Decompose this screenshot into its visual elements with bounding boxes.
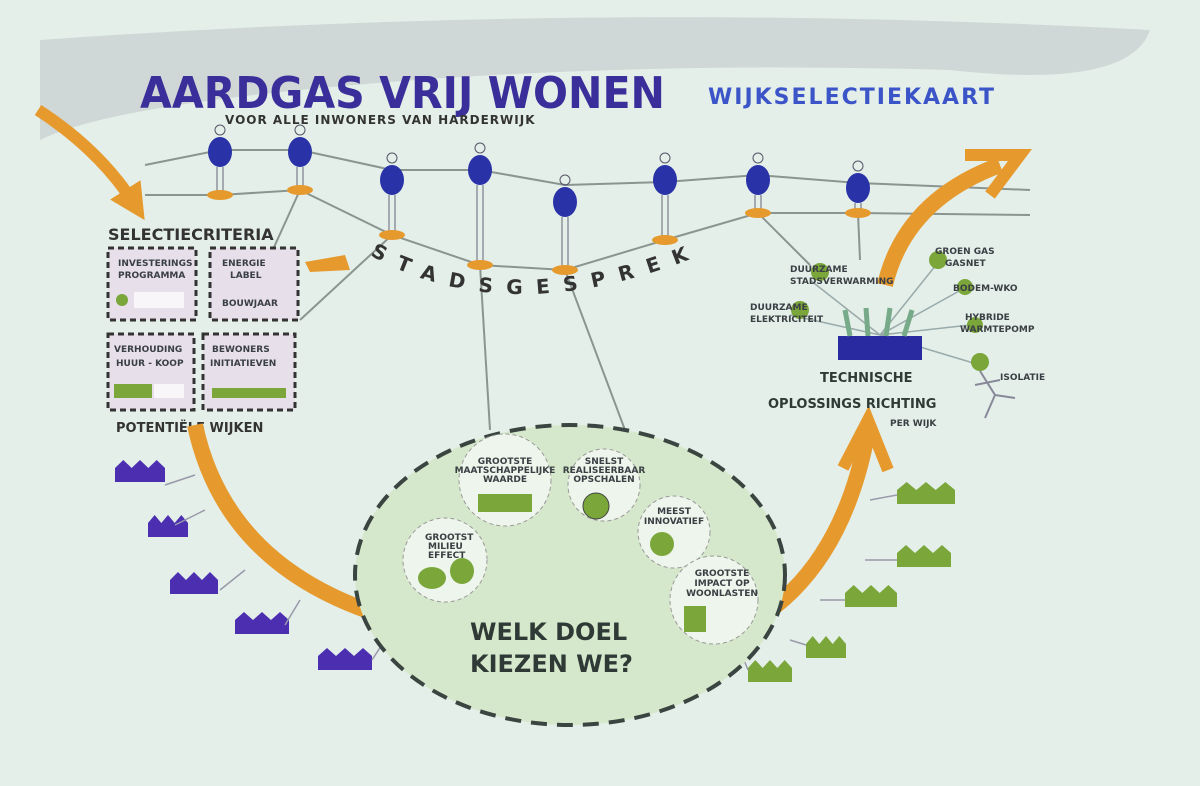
svg-text:MAATSCHAPPELIJKE: MAATSCHAPPELIJKE	[455, 466, 556, 476]
svg-text:STADSVERWARMING: STADSVERWARMING	[790, 277, 894, 287]
map-title: WIJKSELECTIEKAART	[708, 85, 996, 110]
goal-environment: GROOTST MILIEU EFFECT	[402, 517, 488, 603]
house-cluster-icon	[897, 545, 951, 567]
house-cluster-icon	[170, 572, 218, 594]
connector-line	[174, 509, 206, 526]
house-cluster-icon	[806, 636, 846, 658]
goal-innovative: MEEST INNOVATIEF	[637, 495, 711, 569]
house-cluster-icon	[115, 460, 165, 482]
svg-text:LABEL: LABEL	[230, 271, 262, 281]
selection-criteria: SELECTIECRITERIA INVESTERINGS PROGRAMMA …	[106, 225, 350, 436]
svg-text:WOONLASTEN: WOONLASTEN	[686, 589, 758, 599]
person-figure	[745, 152, 771, 218]
person-figure	[552, 174, 578, 275]
svg-text:MILIEU: MILIEU	[428, 542, 463, 552]
svg-text:ISOLATIE: ISOLATIE	[1000, 373, 1045, 383]
connector-line	[284, 599, 301, 626]
svg-text:BOUWJAAR: BOUWJAAR	[222, 299, 278, 309]
house-cluster-icon	[148, 515, 188, 537]
house-cluster-icon	[748, 660, 792, 682]
grass-icon	[478, 494, 532, 512]
grey-swoosh	[40, 17, 1150, 141]
goal-question-line2: KIEZEN WE?	[470, 650, 633, 678]
svg-text:REALISEERBAAR: REALISEERBAAR	[563, 466, 646, 476]
svg-text:GASNET: GASNET	[945, 259, 987, 269]
connector-line	[869, 494, 898, 501]
criteria-box-rent-buy: VERHOUDING HUUR - KOOP	[106, 332, 196, 412]
alarm-clock-icon	[582, 492, 610, 520]
svg-text:GROOTSTE: GROOTSTE	[695, 569, 750, 579]
person-icon	[971, 353, 989, 371]
svg-text:GROEN GAS: GROEN GAS	[935, 247, 995, 257]
houses	[115, 460, 955, 682]
goal-living-costs: GROOTSTE IMPACT OP WOONLASTEN	[669, 555, 759, 645]
selection-heading: SELECTIECRITERIA	[108, 225, 274, 244]
svg-text:INITIATIEVEN: INITIATIEVEN	[210, 359, 276, 369]
connector-line	[219, 569, 246, 591]
svg-text:OPSCHALEN: OPSCHALEN	[573, 475, 634, 485]
technical-solutions: DUURZAME STADSVERWARMING DUURZAME ELEKTR…	[750, 247, 1045, 429]
svg-text:MEEST: MEEST	[657, 507, 692, 517]
svg-text:DUURZAME: DUURZAME	[790, 265, 848, 275]
svg-text:GROOTSTE: GROOTSTE	[478, 457, 533, 467]
svg-text:PROGRAMMA: PROGRAMMA	[118, 271, 185, 281]
svg-text:BODEM-WKO: BODEM-WKO	[953, 284, 1018, 294]
entry-arrow	[34, 104, 145, 221]
goal-social-value: GROOTSTE MAATSCHAPPELIJKE WAARDE	[455, 433, 556, 527]
svg-text:IMPACT OP: IMPACT OP	[694, 579, 750, 589]
technical-line2: OPLOSSINGS RICHTING	[768, 397, 936, 412]
svg-text:GROOTST: GROOTST	[425, 533, 474, 543]
top-right-arrow-head	[965, 149, 1032, 199]
per-wijk: PER WIJK	[890, 419, 937, 429]
svg-text:INVESTERINGS: INVESTERINGS	[118, 259, 192, 269]
house-cluster-icon	[235, 612, 289, 634]
svg-text:WARMTEPOMP: WARMTEPOMP	[960, 325, 1035, 335]
person-figure	[652, 152, 678, 245]
connector-line	[789, 639, 807, 646]
svg-text:EFFECT: EFFECT	[428, 551, 466, 561]
svg-text:ELEKTRICITEIT: ELEKTRICITEIT	[750, 315, 824, 325]
small-orange-arrow	[305, 255, 350, 272]
person-figure	[379, 152, 405, 240]
top-right-arrow	[877, 157, 1003, 287]
criteria-box-energylabel: ENERGIE LABEL BOUWJAAR	[208, 246, 300, 322]
goal-question-line1: WELK DOEL	[470, 618, 627, 646]
technical-line1: TECHNISCHE	[820, 371, 913, 386]
title: AARDGAS VRIJ WONEN	[140, 68, 665, 119]
people-chain	[144, 149, 1031, 431]
svg-text:INNOVATIEF: INNOVATIEF	[644, 517, 704, 527]
right-arrow-head	[837, 405, 894, 473]
criteria-box-initiatives: BEWONERS INITIATIEVEN	[201, 332, 297, 412]
house-cluster-icon	[845, 585, 897, 607]
house-cluster-icon	[897, 482, 955, 504]
criteria-box-investment: INVESTERINGS PROGRAMMA	[106, 246, 198, 322]
svg-text:HUUR - KOOP: HUUR - KOOP	[116, 359, 184, 369]
goals-cloud: GROOTST MILIEU EFFECT SNELST REALISEERBA…	[353, 423, 787, 727]
lightbulb-icon	[650, 532, 674, 556]
connector-line	[164, 474, 196, 486]
leaf-icon	[418, 567, 446, 589]
person-figure	[287, 124, 313, 195]
house-cluster-icon	[318, 648, 372, 670]
leaf-icon	[450, 558, 474, 584]
person-figure	[207, 124, 233, 200]
people-figures	[207, 124, 871, 275]
svg-text:WAARDE: WAARDE	[483, 475, 527, 485]
svg-text:HYBRIDE: HYBRIDE	[965, 313, 1010, 323]
house-icon	[684, 606, 706, 632]
person-figure	[467, 142, 493, 270]
subtitle: VOOR ALLE INWONERS VAN HARDERWIJK	[225, 113, 536, 127]
person-figure	[845, 160, 871, 218]
toolbox-icon	[838, 336, 922, 360]
goal-fastest: SNELST REALISEERBAAR OPSCHALEN	[563, 448, 646, 522]
svg-text:VERHOUDING: VERHOUDING	[114, 345, 182, 355]
svg-text:BEWONERS: BEWONERS	[212, 345, 270, 355]
svg-text:ENERGIE: ENERGIE	[222, 259, 266, 269]
svg-text:DUURZAME: DUURZAME	[750, 303, 808, 313]
svg-text:SNELST: SNELST	[585, 457, 624, 467]
